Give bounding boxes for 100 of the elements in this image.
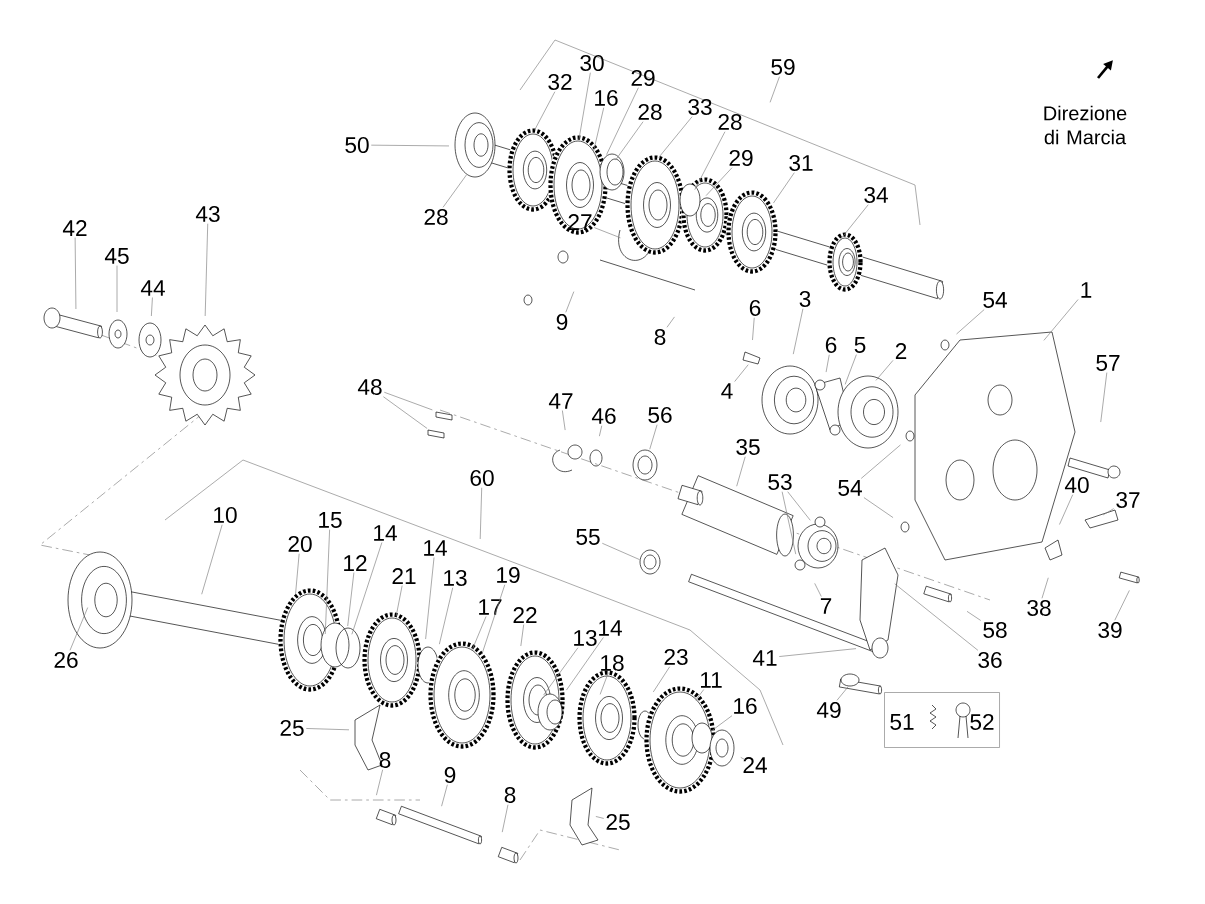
leader-line <box>1100 372 1108 423</box>
callout-number: 53 <box>768 474 792 491</box>
leader-line <box>695 689 705 701</box>
leader-line <box>825 354 830 373</box>
leader-line <box>694 131 726 190</box>
callout-number: 3 <box>799 291 811 308</box>
callout-number: 24 <box>743 757 767 773</box>
callout-number: 4 <box>721 383 733 399</box>
leader-line <box>74 237 77 310</box>
leader-line <box>69 607 89 651</box>
callout-number: 20 <box>288 536 312 553</box>
leader-line <box>425 557 435 640</box>
callout-number: 17 <box>479 599 502 615</box>
leader-line <box>740 757 746 761</box>
leader-line <box>351 542 383 635</box>
callout-number: 39 <box>1098 622 1122 639</box>
leader-line <box>562 410 566 431</box>
callout-number: 50 <box>345 137 369 154</box>
callout-number: 9 <box>556 314 568 331</box>
leader-line <box>769 76 780 103</box>
callout-number: 55 <box>576 529 600 545</box>
leader-line <box>956 309 985 335</box>
callout-number: 7 <box>820 598 832 614</box>
leader-line <box>1102 508 1115 516</box>
callout-number: 23 <box>664 649 688 666</box>
leader-line <box>324 529 330 635</box>
leader-line <box>204 223 209 317</box>
callout-number: 8 <box>504 787 516 804</box>
leader-line <box>1043 299 1079 341</box>
callout-number: 48 <box>357 379 382 396</box>
callout-number: 46 <box>591 408 616 425</box>
leader-line <box>599 425 603 437</box>
leader-line <box>1059 494 1074 525</box>
leader-line <box>295 553 300 595</box>
callout-number: 5 <box>854 337 866 353</box>
leader-line <box>734 364 749 382</box>
callout-number: 13 <box>444 570 467 587</box>
callout-number: 36 <box>978 652 1002 669</box>
leader-line <box>479 487 483 540</box>
callout-number: 1 <box>1081 282 1092 298</box>
leader-line <box>860 444 901 479</box>
leader-line <box>534 91 556 131</box>
callout-number: 11 <box>701 672 722 688</box>
callout-number: 49 <box>816 702 841 719</box>
callout-number: 59 <box>771 59 795 76</box>
leader-line <box>370 144 450 147</box>
leader-line <box>347 572 355 627</box>
leader-line <box>652 666 671 693</box>
leader-line <box>201 524 223 595</box>
callout-box: 51 52 <box>884 692 1000 748</box>
leader-line <box>844 354 857 385</box>
callout-number: 18 <box>601 655 624 672</box>
leader-line <box>439 587 454 645</box>
callout-number: 54 <box>838 480 862 496</box>
callout-number: 29 <box>631 70 655 87</box>
callout-number: 8 <box>379 752 391 769</box>
callout-number: 8 <box>654 329 666 346</box>
callout-number: 32 <box>548 74 572 91</box>
leader-line <box>894 583 979 651</box>
leader-line <box>1114 590 1130 621</box>
callout-number: 45 <box>104 248 129 264</box>
leader-line <box>565 291 575 313</box>
leader-line <box>966 611 982 621</box>
callout-number: 44 <box>140 280 165 296</box>
leader-line <box>593 227 621 239</box>
callout-number: 60 <box>470 470 494 487</box>
callout-number: 54 <box>983 292 1007 308</box>
callout-number: 28 <box>424 209 448 226</box>
callout-number: 6 <box>749 300 761 317</box>
callout-number: 19 <box>497 567 520 584</box>
callout-number: 13 <box>574 630 597 647</box>
callout-number: 56 <box>648 407 672 424</box>
callout-number: 28 <box>638 104 662 121</box>
callout-number: 14 <box>599 620 622 636</box>
leader-line <box>835 204 869 246</box>
callout-number: 9 <box>444 767 456 784</box>
callout-number: 22 <box>513 607 537 623</box>
leader-line <box>649 424 658 450</box>
leader-line <box>606 87 639 155</box>
callout-number: 30 <box>580 55 604 72</box>
leader-line <box>543 647 579 696</box>
leader-line <box>501 804 509 833</box>
leader-line <box>615 121 644 161</box>
leader-line <box>778 648 857 657</box>
leader-line <box>578 72 591 140</box>
leader-line <box>1041 577 1049 599</box>
callout-number: 34 <box>864 187 888 204</box>
leader-line <box>305 728 350 731</box>
callout-number: 21 <box>392 568 416 584</box>
leader-line <box>595 816 605 819</box>
leader-line <box>481 584 506 655</box>
leader-line <box>736 456 746 487</box>
leader-line <box>395 585 403 617</box>
callout-number: 25 <box>280 720 304 737</box>
leader-line <box>520 624 525 647</box>
leader-line <box>875 360 894 381</box>
callout-number: 28 <box>718 114 742 131</box>
leader-line <box>787 491 811 521</box>
callout-number: 41 <box>752 650 777 666</box>
callout-number: 37 <box>1116 492 1140 509</box>
